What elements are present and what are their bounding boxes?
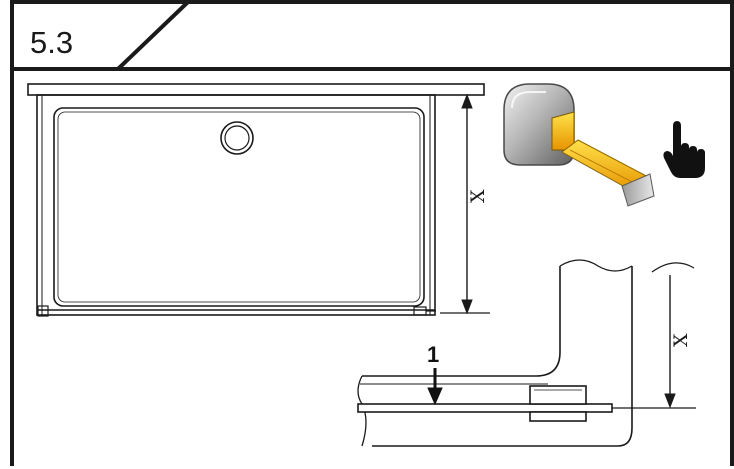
profile-end-left	[37, 305, 49, 317]
profile-bar	[357, 403, 613, 413]
callout-number: 1	[427, 342, 439, 367]
profile-end-right	[413, 306, 427, 316]
tray-outer-edge	[36, 94, 436, 316]
tape-measure-icon	[503, 83, 655, 207]
pointing-hand-icon	[663, 121, 705, 178]
cross-section-detail	[357, 259, 696, 447]
panel-frame	[10, 0, 734, 466]
dimension-detail	[664, 275, 676, 409]
dimension-label-top: X	[467, 189, 489, 203]
bracket-top	[529, 385, 587, 405]
dimension-top	[440, 93, 490, 315]
dimension-label-detail: X	[670, 333, 692, 347]
shower-tray-plan	[27, 83, 485, 317]
step-number: 5.3	[30, 25, 73, 60]
drain-outer	[220, 121, 254, 155]
callout-arrow	[427, 368, 443, 406]
drain-inner	[224, 125, 250, 151]
tray-top-ledge	[27, 83, 485, 96]
tray-basin	[53, 107, 425, 307]
bracket-bottom	[529, 411, 587, 422]
